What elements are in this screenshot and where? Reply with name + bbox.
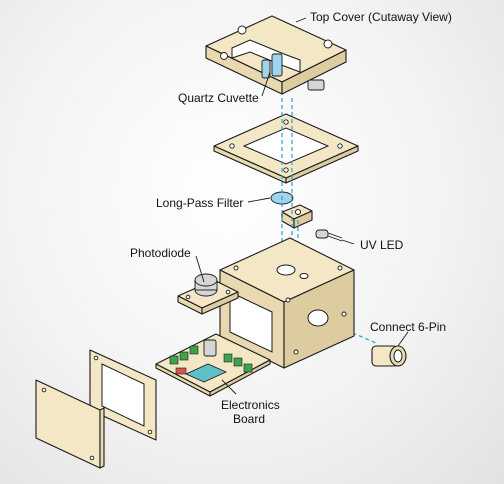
label-top-cover: Top Cover (Cutaway View) <box>310 10 452 24</box>
label-uv-led: UV LED <box>360 238 404 252</box>
quartz-cuvette <box>261 53 283 79</box>
back-plate <box>35 379 105 469</box>
photodiode <box>177 273 239 315</box>
connector-6pin <box>371 345 407 367</box>
screw-icon <box>220 52 228 60</box>
screw-icon <box>237 25 247 35</box>
label-photodiode: Photodiode <box>130 246 191 260</box>
led-holder <box>281 204 313 229</box>
back-gasket <box>89 349 157 441</box>
screw-icon <box>323 39 333 49</box>
top-cover <box>205 15 347 95</box>
fitting-icon <box>307 79 325 91</box>
label-quartz-cuvette: Quartz Cuvette <box>178 91 259 105</box>
electronics-board <box>155 333 271 397</box>
label-long-pass-filter: Long-Pass Filter <box>156 196 243 210</box>
labels: Top Cover (Cutaway View) Quartz Cuvette … <box>130 10 452 426</box>
gasket-frame <box>213 113 359 184</box>
main-housing <box>219 237 355 369</box>
leader-lines <box>195 17 409 395</box>
label-electronics-board-line2: Board <box>233 412 265 426</box>
uv-led <box>315 229 343 242</box>
label-connect-6pin: Connect 6-Pin <box>370 320 446 334</box>
label-electronics-board-line1: Electronics <box>221 398 280 412</box>
